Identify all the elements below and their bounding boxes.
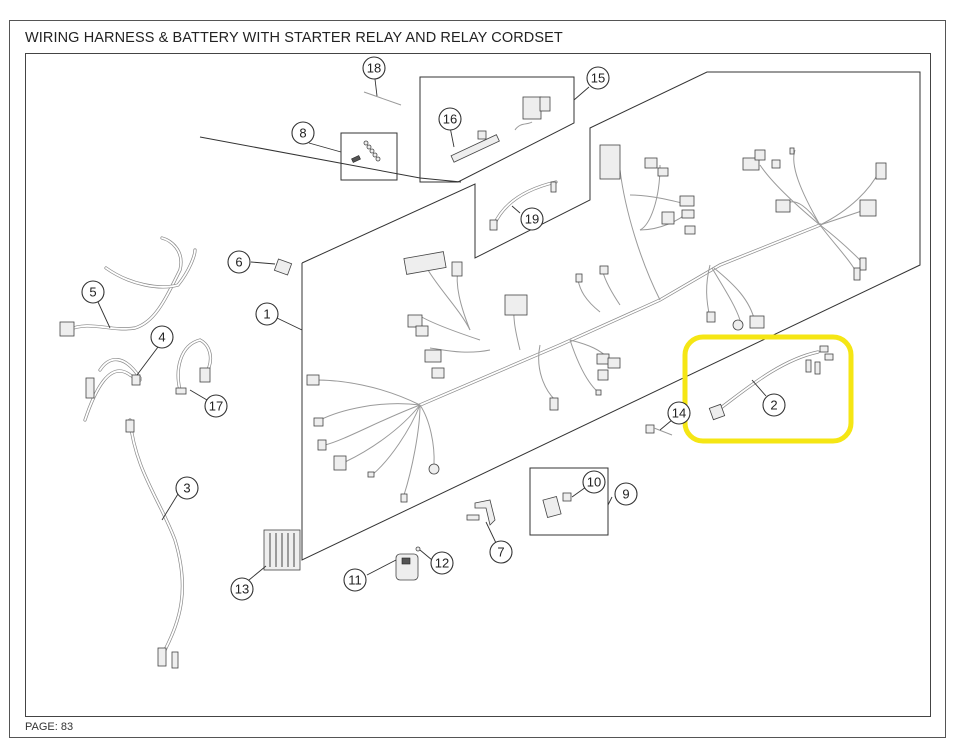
callout-2[interactable]: 2 bbox=[762, 393, 786, 417]
callout-9[interactable]: 9 bbox=[614, 482, 638, 506]
callout-label: 11 bbox=[348, 573, 362, 588]
hardware-kit-parts bbox=[351, 140, 381, 163]
battery-cable-part bbox=[125, 418, 185, 669]
sensor-part bbox=[645, 424, 673, 436]
page-number: PAGE: 83 bbox=[25, 721, 74, 733]
callout-12[interactable]: 12 bbox=[430, 551, 454, 575]
callout-18[interactable]: 18 bbox=[362, 56, 386, 80]
callout-label: 15 bbox=[591, 71, 605, 86]
harness-connectors bbox=[306, 144, 887, 503]
jumper-harness-part bbox=[175, 338, 213, 395]
sub-harness-part bbox=[489, 180, 558, 231]
page-title: WIRING HARNESS & BATTERY WITH STARTER RE… bbox=[25, 30, 563, 46]
callout-15[interactable]: 15 bbox=[586, 66, 610, 90]
starter-relay-part bbox=[395, 553, 419, 581]
callout-label: 5 bbox=[89, 285, 96, 300]
callout-label: 17 bbox=[209, 399, 223, 414]
ground-cable-part bbox=[83, 358, 142, 422]
hardware-kit-box bbox=[340, 132, 398, 181]
highlight-relay-cordset bbox=[682, 334, 854, 444]
callout-19[interactable]: 19 bbox=[520, 207, 544, 231]
callout-label: 19 bbox=[525, 212, 539, 227]
callout-6[interactable]: 6 bbox=[227, 250, 251, 274]
callout-1[interactable]: 1 bbox=[255, 302, 279, 326]
relay-cordset-part bbox=[708, 345, 834, 421]
callout-label: 18 bbox=[367, 61, 381, 76]
main-harness-panel bbox=[301, 71, 921, 561]
starter-relay-box-parts bbox=[542, 492, 572, 518]
fuse-holder-parts bbox=[450, 96, 551, 163]
relay-part bbox=[273, 258, 293, 276]
callout-4[interactable]: 4 bbox=[150, 325, 174, 349]
leader-lines bbox=[97, 78, 767, 581]
callout-label: 14 bbox=[672, 406, 686, 421]
callout-5[interactable]: 5 bbox=[81, 280, 105, 304]
main-harness-wires bbox=[315, 149, 881, 496]
starter-relay-box bbox=[529, 467, 609, 536]
voltage-regulator-part bbox=[263, 529, 301, 571]
bracket-part bbox=[466, 499, 496, 526]
diagram-frame bbox=[25, 53, 931, 717]
callout-14[interactable]: 14 bbox=[667, 401, 691, 425]
callout-label: 2 bbox=[770, 398, 777, 413]
callout-16[interactable]: 16 bbox=[438, 107, 462, 131]
callout-7[interactable]: 7 bbox=[489, 540, 513, 564]
callout-17[interactable]: 17 bbox=[204, 394, 228, 418]
callout-10[interactable]: 10 bbox=[582, 470, 606, 494]
screw-part bbox=[415, 546, 421, 552]
callout-label: 10 bbox=[587, 475, 601, 490]
callout-3[interactable]: 3 bbox=[175, 476, 199, 500]
callout-label: 9 bbox=[622, 487, 629, 502]
reference-line bbox=[199, 136, 462, 183]
callout-label: 13 bbox=[235, 582, 249, 597]
callout-11[interactable]: 11 bbox=[343, 568, 367, 592]
callout-label: 8 bbox=[299, 126, 306, 141]
callout-label: 1 bbox=[263, 307, 270, 322]
cable-tie-part bbox=[363, 91, 402, 106]
callout-label: 16 bbox=[443, 112, 457, 127]
callout-label: 4 bbox=[158, 330, 165, 345]
fuse-holder-panel bbox=[419, 76, 575, 183]
callout-label: 7 bbox=[497, 545, 504, 560]
callout-13[interactable]: 13 bbox=[230, 577, 254, 601]
callout-label: 3 bbox=[183, 481, 190, 496]
starter-cable-part bbox=[59, 236, 197, 337]
callout-label: 6 bbox=[235, 255, 242, 270]
callout-label: 12 bbox=[435, 556, 449, 571]
callout-8[interactable]: 8 bbox=[291, 121, 315, 145]
